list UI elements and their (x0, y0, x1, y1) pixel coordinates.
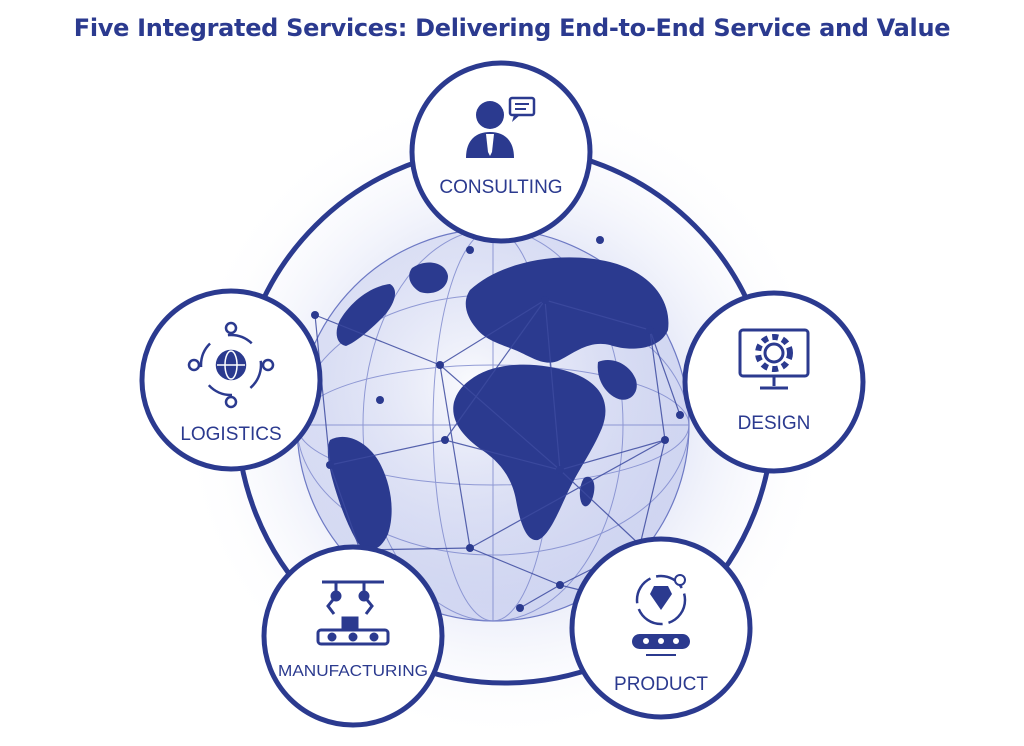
service-label: PRODUCT (614, 674, 708, 695)
robot-arm-icon (316, 580, 390, 646)
world-globe (296, 228, 690, 622)
service-logistics[interactable]: LOGISTICS (139, 288, 323, 472)
globe-network-icon (187, 321, 275, 409)
service-label: DESIGN (738, 413, 811, 434)
service-consulting[interactable]: CONSULTING (409, 60, 593, 244)
service-label: MANUFACTURING (278, 663, 428, 680)
service-label: CONSULTING (439, 177, 562, 198)
service-manufacturing[interactable]: MANUFACTURING (261, 544, 445, 728)
service-circle (569, 536, 753, 720)
service-product[interactable]: PRODUCT (569, 536, 753, 720)
service-label: LOGISTICS (180, 424, 281, 445)
page-title: Five Integrated Services: Delivering End… (73, 14, 951, 42)
service-design[interactable]: DESIGN (682, 290, 866, 474)
continents (327, 257, 669, 551)
consultant-icon (466, 96, 536, 158)
diamond-conveyor-icon (632, 574, 690, 656)
gear-monitor-icon (738, 328, 810, 390)
